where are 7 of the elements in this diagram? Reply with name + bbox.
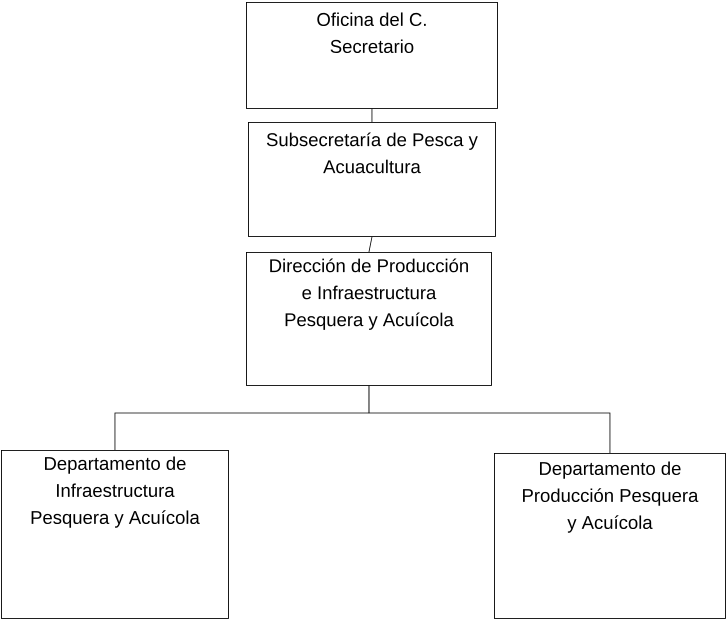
connector-line — [368, 386, 610, 454]
org-box: Dirección de Producción e Infraestructura Pesquera y Acuícola — [246, 252, 492, 386]
org-box: Departamento de Producción Pesquera y Acuícola — [494, 453, 726, 619]
org-box: Departamento de Infraestructura Pesquera y Acuícola — [1, 450, 229, 619]
org-box: Subsecretaría de Pesca y Acuacultura — [248, 122, 496, 237]
connector-line — [368, 236, 372, 252]
org-box: Oficina del C. Secretario — [246, 2, 498, 109]
